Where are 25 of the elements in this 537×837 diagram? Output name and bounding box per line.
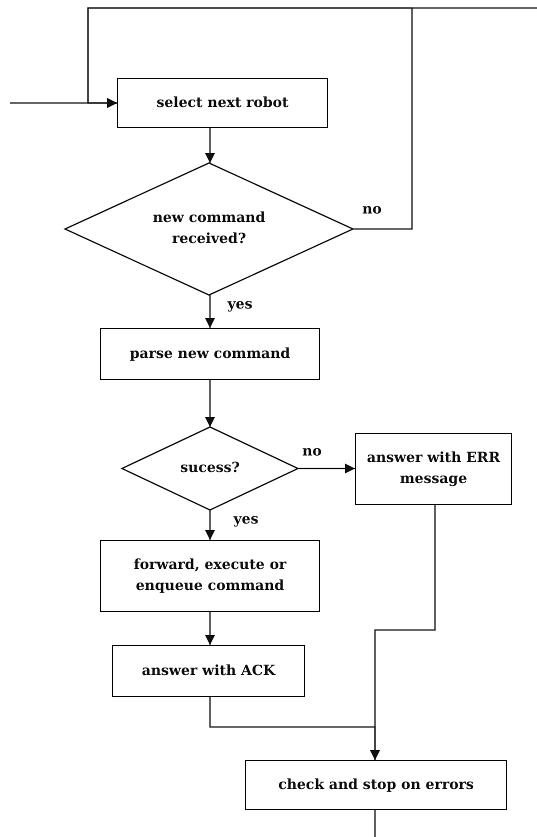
arrow [205,510,215,540]
node-label: check and stop on errors [278,776,474,794]
node-label: forward, execute or enqueue command [132,556,288,596]
process-box [117,78,328,128]
arrow [298,464,355,474]
connector-line [374,810,376,837]
process-box [245,760,507,810]
decision-diamond [122,427,298,510]
arrow [205,295,215,328]
arrow [205,128,215,163]
process-box [100,540,320,612]
node-label: sucess? [180,459,240,478]
node-label: new command received? [152,209,266,249]
node-label: parse new command [130,344,290,364]
node-label: answer with ACK [142,662,276,680]
arrow [87,7,537,108]
decision-diamond [65,163,353,295]
node-label: select next robot [156,94,288,112]
process-box [100,328,320,380]
arrow [370,505,436,760]
process-box [355,433,512,505]
node-label: answer with ERR message [366,449,502,489]
arrow [205,380,215,427]
process-box [112,645,305,697]
arrow [205,612,215,645]
